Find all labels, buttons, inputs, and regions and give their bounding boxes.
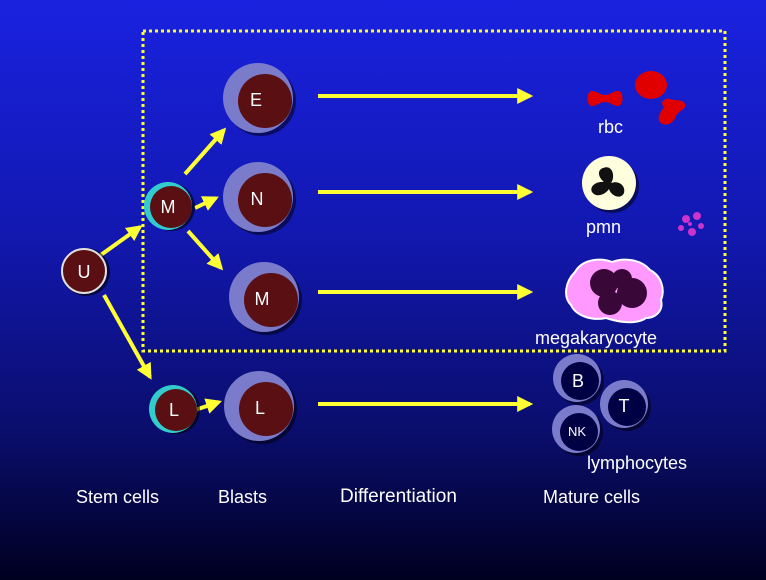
blast-l-label: L: [255, 398, 265, 418]
lymphocyte-t: T: [600, 380, 651, 431]
megakaryocyte-nucleus: [590, 269, 647, 315]
rbc-shape-2: [635, 71, 667, 99]
megakaryocyte-cell: [565, 258, 664, 324]
rbc-label: rbc: [598, 117, 624, 137]
myeloid-lineage-box: [141, 29, 727, 353]
lymphocyte-b-label: B: [572, 371, 584, 391]
blast-l: L: [224, 371, 297, 444]
stem-l-label: L: [169, 400, 179, 420]
rbc-shape-3: [658, 98, 686, 125]
blast-m-label: M: [255, 289, 270, 309]
arrow-u-to-l: [102, 294, 152, 380]
stem-cell-u: U: [61, 248, 110, 296]
blast-m: M: [229, 262, 302, 335]
blast-n-label: N: [251, 189, 264, 209]
megakaryocyte-label: megakaryocyte: [535, 328, 658, 348]
stage-mature-cells: Mature cells: [543, 487, 641, 507]
arrows: [96, 88, 534, 414]
lymphocyte-nk-label: NK: [568, 424, 586, 439]
rbc-cells: [587, 71, 686, 125]
arrow-m-to-n: [194, 196, 219, 211]
lymphocyte-b: B: [553, 354, 604, 405]
stage-stem-cells: Stem cells: [76, 487, 160, 507]
stage-differentiation: Differentiation: [340, 486, 457, 507]
pmn-label: pmn: [586, 217, 622, 237]
blast-e-label: E: [250, 90, 262, 110]
lymphocyte-t-label: T: [619, 396, 630, 416]
stem-cell-l: L: [149, 385, 200, 434]
arrow-m-to-e: [183, 127, 227, 176]
blast-n: N: [223, 162, 296, 235]
stem-u-label: U: [78, 262, 91, 282]
blast-e: E: [223, 63, 296, 136]
platelets: [678, 212, 704, 236]
stem-m-label: M: [161, 197, 176, 217]
arrow-m-to-mb: [186, 229, 224, 271]
lymphocytes-label: lymphocytes: [587, 453, 688, 473]
lymphocyte-nk: NK: [552, 405, 603, 456]
pmn-cell: [582, 156, 639, 213]
arrow-u-to-m: [96, 225, 143, 259]
stage-blasts: Blasts: [218, 487, 268, 507]
stem-cell-m: M: [144, 182, 195, 231]
rbc-shape-1: [587, 91, 623, 106]
pmn-nucleus: [591, 167, 625, 197]
